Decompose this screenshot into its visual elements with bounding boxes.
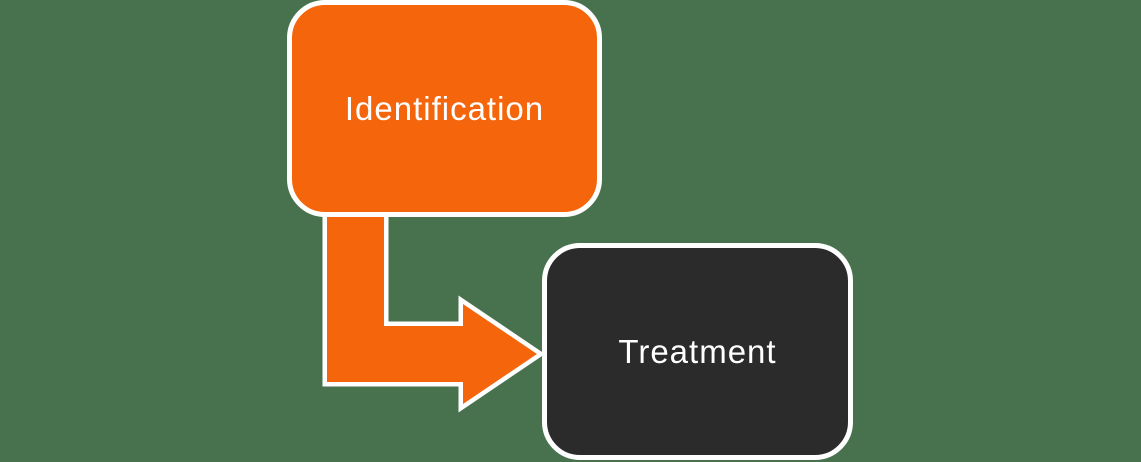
node-identification: Identification — [287, 0, 602, 217]
node-treatment: Treatment — [542, 243, 853, 460]
node-identification-label: Identification — [344, 89, 545, 127]
elbow-arrow-icon — [322, 207, 546, 413]
node-treatment-label: Treatment — [618, 332, 777, 370]
